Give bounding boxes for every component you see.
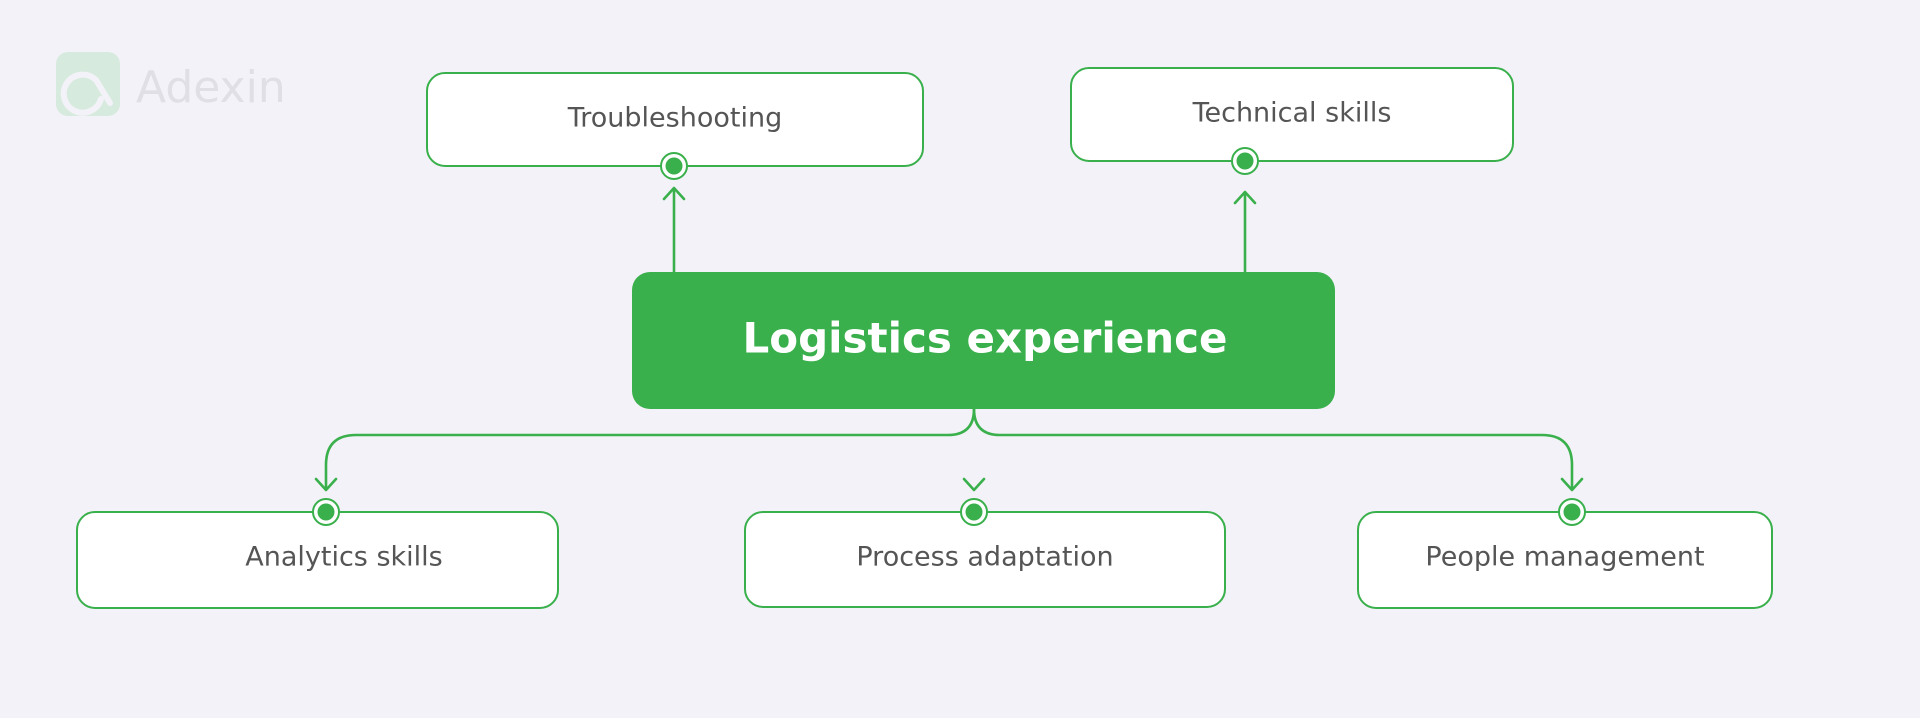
node-label: Technical skills: [1192, 98, 1392, 129]
root-node[interactable]: Logistics experience: [632, 272, 1335, 409]
node-analytics-skills[interactable]: Analytics skills: [76, 498, 559, 609]
node-people-management[interactable]: People management: [1357, 498, 1773, 609]
connection-dot-icon: [960, 498, 988, 526]
arrow-down-icon: [314, 477, 338, 492]
node-troubleshooting[interactable]: Troubleshooting: [426, 72, 924, 180]
adexin-logo-icon: [56, 52, 120, 116]
arrow-down-icon: [962, 477, 986, 492]
arrow-down-icon: [1560, 477, 1584, 492]
connection-dot-icon: [312, 498, 340, 526]
logo-glyph: [60, 71, 113, 116]
connection-dot-icon: [1231, 147, 1259, 175]
node-label: Analytics skills: [245, 542, 442, 573]
node-label: People management: [1425, 542, 1704, 573]
connector-people-management: [972, 407, 1584, 492]
connection-dot-icon: [1558, 498, 1586, 526]
connection-dot-icon: [660, 152, 688, 180]
brand-logo: Adexin: [56, 52, 286, 116]
arrow-up-icon: [662, 186, 686, 201]
node-label: Troubleshooting: [567, 103, 782, 134]
connector-process-adaptation: [962, 410, 986, 492]
node-process-adaptation[interactable]: Process adaptation: [744, 498, 1226, 608]
arrow-up-icon: [1233, 190, 1257, 205]
connector-troubleshooting: [662, 186, 686, 274]
connector-technical-skills: [1233, 190, 1257, 274]
brand-name: Adexin: [136, 62, 286, 113]
node-label: Process adaptation: [856, 542, 1113, 573]
root-node-label: Logistics experience: [742, 314, 1227, 363]
node-technical-skills[interactable]: Technical skills: [1070, 67, 1514, 175]
connector-analytics-skills: [314, 407, 976, 492]
